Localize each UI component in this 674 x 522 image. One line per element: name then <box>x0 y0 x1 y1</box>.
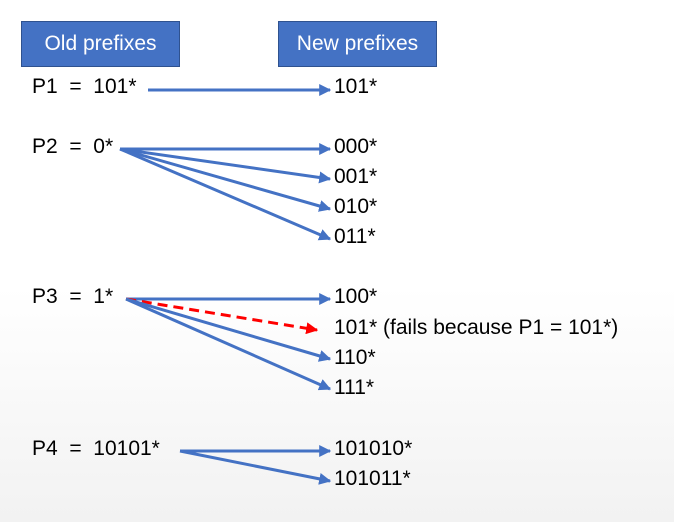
new-prefix-101: 101* <box>334 75 378 98</box>
arrow-p3-to-110 <box>125 297 332 362</box>
old-prefix-p2: P2 = 0* <box>32 135 114 158</box>
new-prefix-101010: 101010* <box>334 437 413 460</box>
new-prefix-110: 110* <box>334 346 376 369</box>
new-prefixes-header: New prefixes <box>278 21 437 67</box>
arrow-p2-to-011 <box>119 147 332 241</box>
new-prefix-101-fails: 101* (fails because P1 = 101*) <box>334 316 619 339</box>
new-prefix-011: 011* <box>334 225 376 248</box>
arrow-p3-to-111 <box>125 297 332 391</box>
arrow-p2-to-001 <box>119 147 332 184</box>
new-prefix-000: 000* <box>334 135 378 158</box>
new-prefix-100: 100* <box>334 285 378 308</box>
arrow-p3-to-101-fails <box>125 297 319 335</box>
old-prefixes-header-label: Old prefixes <box>44 32 157 55</box>
new-prefix-001: 001* <box>334 165 378 188</box>
arrow-p2-to-010 <box>119 147 332 212</box>
old-prefixes-header: Old prefixes <box>21 21 180 67</box>
new-prefixes-header-label: New prefixes <box>296 32 419 55</box>
old-prefix-p4: P4 = 10101* <box>32 437 160 460</box>
new-prefix-010: 010* <box>334 195 378 218</box>
old-prefix-p1: P1 = 101* <box>32 75 137 98</box>
arrow-p4-to-101011 <box>179 449 332 485</box>
old-prefix-p3: P3 = 1* <box>32 285 114 308</box>
new-prefix-111: 111* <box>334 376 375 399</box>
new-prefix-101011: 101011* <box>334 467 411 490</box>
